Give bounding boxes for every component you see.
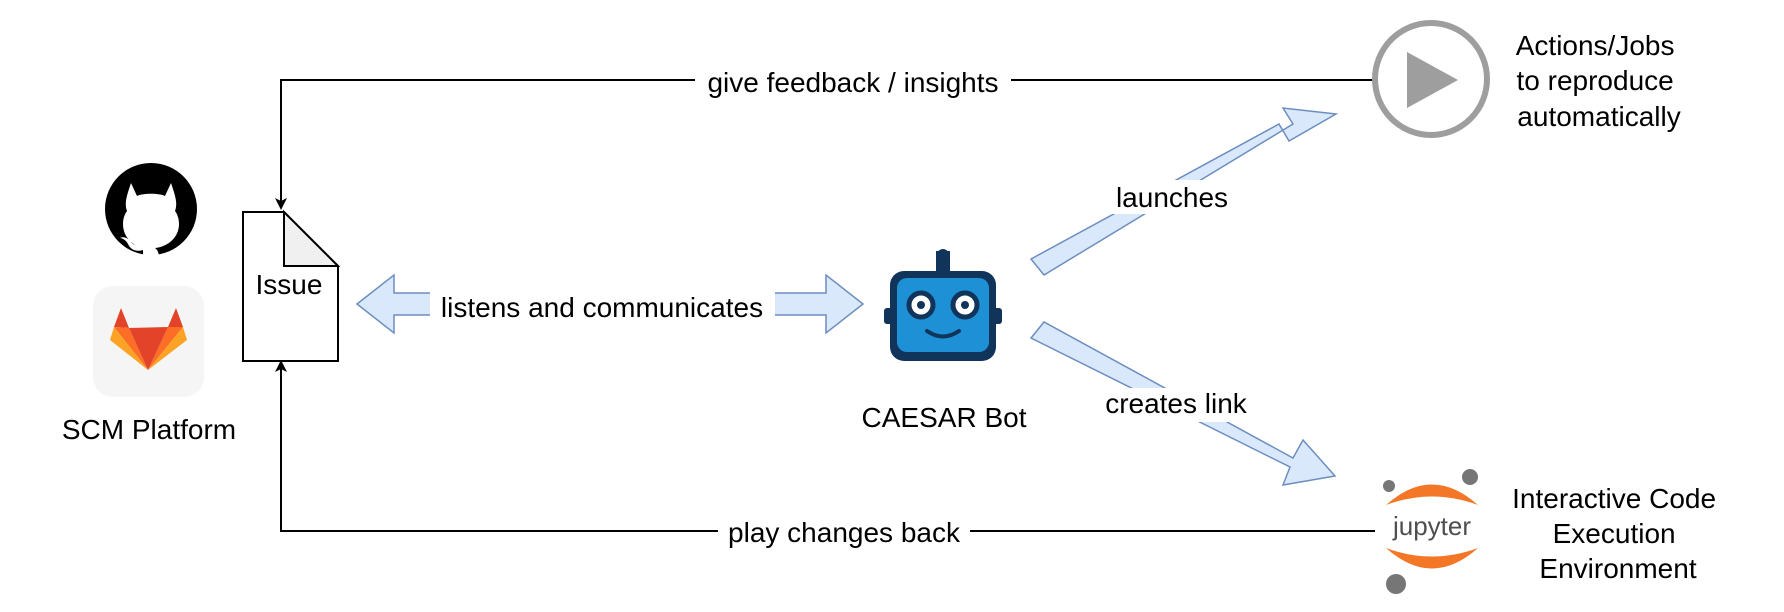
jupyter-label-line-3: Environment — [1539, 553, 1696, 584]
jupyter-label-line-1: Interactive Code — [1512, 483, 1716, 514]
robot-icon — [884, 249, 1002, 361]
actions-label: Actions/Jobs to reproduce automatically — [1516, 30, 1683, 132]
play-back-label: play changes back — [728, 517, 961, 548]
issue-label: Issue — [256, 269, 323, 300]
jupyter-label-line-2: Execution — [1553, 518, 1676, 549]
launches-label: launches — [1116, 182, 1228, 213]
actions-label-line-3: automatically — [1517, 101, 1680, 132]
play-back-label-bg — [718, 515, 970, 549]
listens-label-bg — [430, 288, 775, 320]
jupyter-icon: jupyter — [1383, 469, 1478, 594]
launches-label-bg — [1105, 180, 1240, 214]
play-back-connector — [275, 360, 1375, 532]
feedback-label-bg — [695, 64, 1011, 98]
jupyter-logo-text: jupyter — [1392, 511, 1471, 541]
bot-label: CAESAR Bot — [862, 402, 1027, 433]
play-icon — [1372, 20, 1490, 138]
listens-label: listens and communicates — [441, 292, 763, 323]
gitlab-icon — [93, 286, 204, 397]
creates-link-label-bg — [1090, 388, 1262, 422]
actions-label-line-2: to reproduce — [1517, 65, 1674, 96]
issue-document: Issue — [242, 209, 341, 362]
launches-arrow — [1029, 107, 1339, 276]
actions-label-line-1: Actions/Jobs — [1516, 30, 1675, 61]
jupyter-label: Interactive Code Execution Environment — [1512, 483, 1724, 584]
creates-link-label: creates link — [1105, 388, 1248, 419]
github-icon — [105, 163, 197, 258]
scm-platform-label: SCM Platform — [62, 414, 236, 445]
feedback-label: give feedback / insights — [707, 67, 998, 98]
